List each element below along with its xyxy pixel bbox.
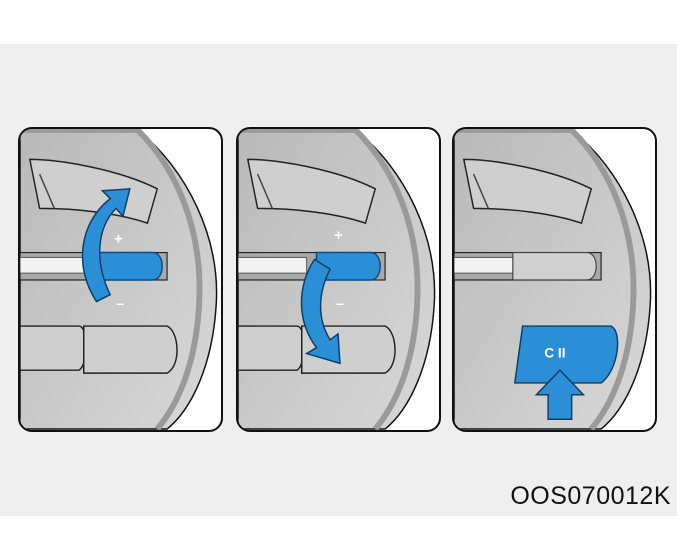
figure-background: + – + – — [0, 44, 677, 516]
minus-label: – — [116, 296, 124, 312]
lower-button-left — [20, 325, 87, 371]
upper-button — [462, 158, 593, 225]
cruise-lever — [315, 251, 381, 281]
curved-arrow-down-icon — [300, 258, 341, 365]
panel-lever-up: + – — [18, 127, 223, 432]
plus-label: + — [114, 232, 123, 248]
curved-arrow-up-icon — [81, 187, 131, 303]
cruise-lever — [512, 251, 597, 281]
upper-button — [246, 158, 377, 225]
cancel-button — [513, 325, 619, 384]
panel-lever-down: + – — [236, 127, 441, 432]
figure-code: OOS070012K — [510, 482, 671, 510]
lower-button-left — [238, 325, 305, 371]
steering-wheel-illustration: + – — [238, 129, 436, 430]
cruise-lever — [97, 251, 163, 281]
panel-cancel-button: C II — [452, 127, 657, 432]
minus-label: – — [336, 296, 344, 312]
arrow-up-icon — [534, 369, 586, 420]
cancel-button-label: C II — [544, 345, 565, 360]
steering-wheel-illustration: C II — [454, 129, 652, 430]
lower-button-right — [82, 325, 178, 374]
steering-wheel-illustration: + – — [20, 129, 218, 430]
plus-label: + — [334, 228, 343, 244]
